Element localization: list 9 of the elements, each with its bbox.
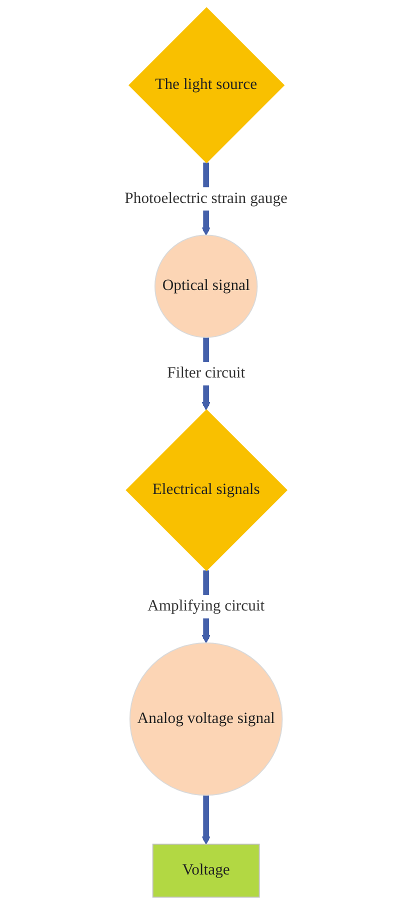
arrow <box>202 795 210 845</box>
edge-label: Filter circuit <box>167 364 245 382</box>
node-circle: Analog voltage signal <box>129 642 283 796</box>
edge-label: Photoelectric strain gauge <box>124 190 288 207</box>
node-diamond: The light source <box>128 7 285 164</box>
node-circle: Optical signal <box>154 234 258 338</box>
node-diamond: Electrical signals <box>126 409 288 572</box>
node-box: Voltage <box>152 844 260 898</box>
edge-label: Amplifying circuit <box>147 598 265 614</box>
